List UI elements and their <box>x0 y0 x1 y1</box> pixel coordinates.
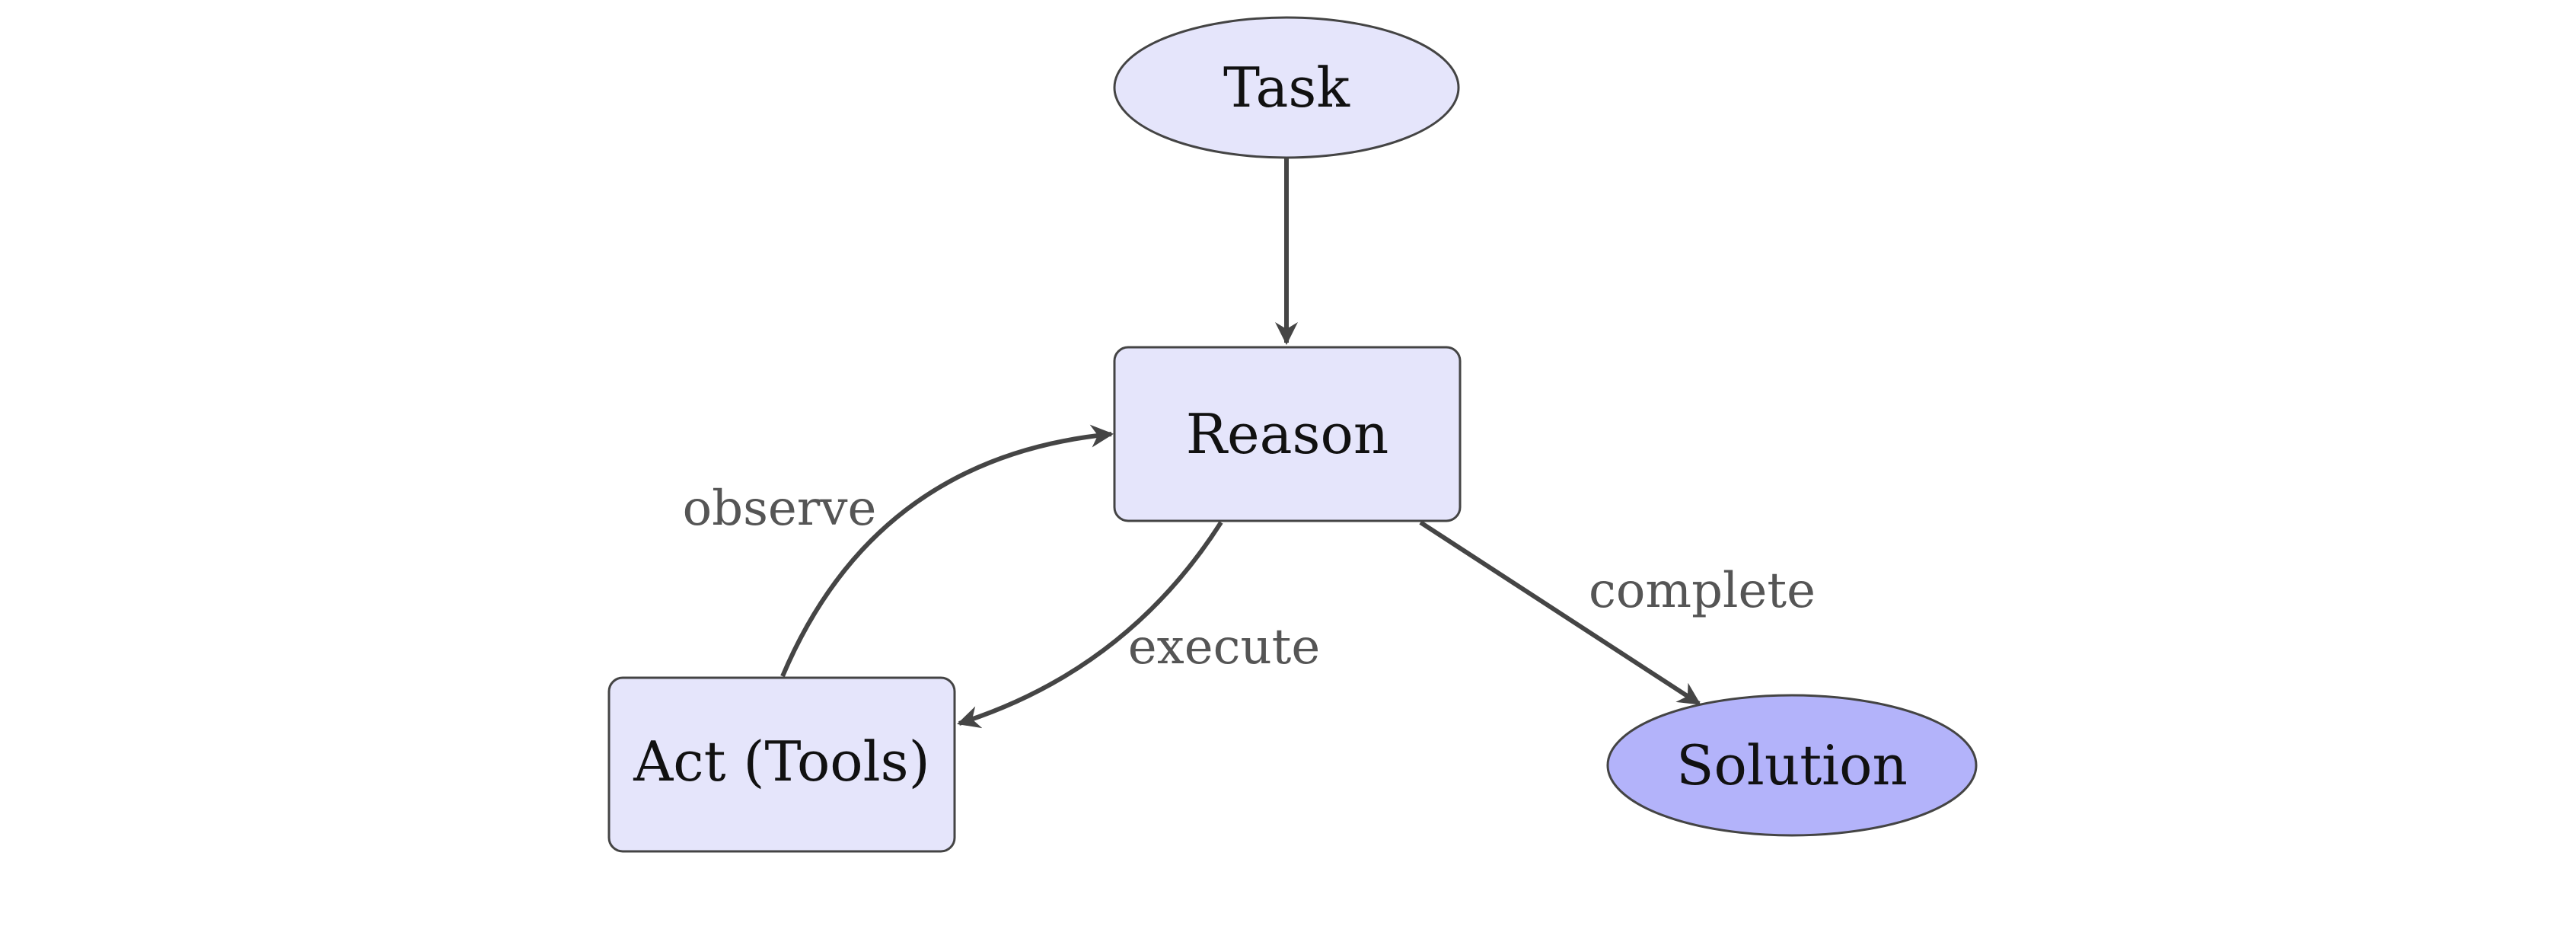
reason-box <box>1113 346 1462 522</box>
edge-reason-to-act <box>957 521 1223 729</box>
edge-act-to-reason <box>780 424 1114 678</box>
act-box <box>607 676 956 853</box>
solution-label: Solution <box>1676 733 1908 797</box>
act-label: Act (Tools) <box>633 730 929 793</box>
edge-reason-to-solution <box>1419 520 1701 706</box>
node-act: Act (Tools) <box>607 676 956 853</box>
node-reason: Reason <box>1113 346 1462 522</box>
task-label: Task <box>1223 56 1350 120</box>
node-solution: Solution <box>1606 694 1978 837</box>
edge-label-execute: execute <box>1128 619 1321 675</box>
solution-ellipse <box>1606 694 1978 837</box>
edge-label-observe: observe <box>683 481 877 537</box>
task-ellipse <box>1113 16 1460 159</box>
node-task: Task <box>1113 16 1460 159</box>
edge-label-complete: complete <box>1589 563 1816 619</box>
reason-label: Reason <box>1186 402 1388 466</box>
